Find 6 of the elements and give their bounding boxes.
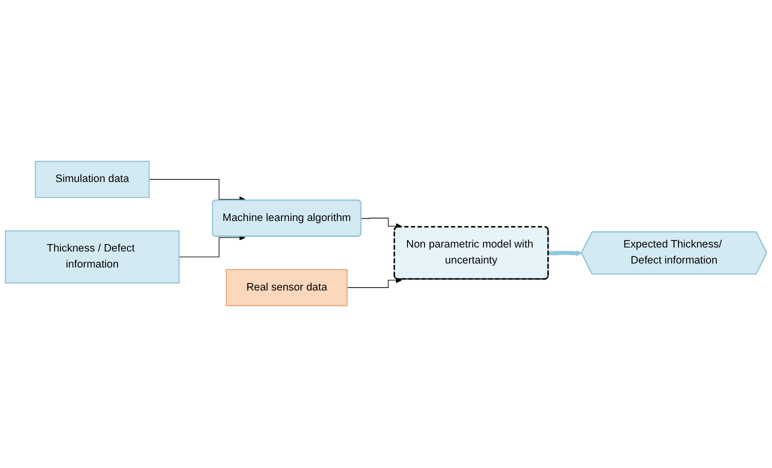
node-box: Simulation data: [34, 161, 150, 198]
node-box: Real sensor data: [226, 270, 348, 307]
arrow: [178, 235, 246, 258]
arrow: [346, 278, 402, 288]
arrow: [548, 250, 582, 257]
node-box: Thickness / Defect information: [4, 230, 180, 284]
